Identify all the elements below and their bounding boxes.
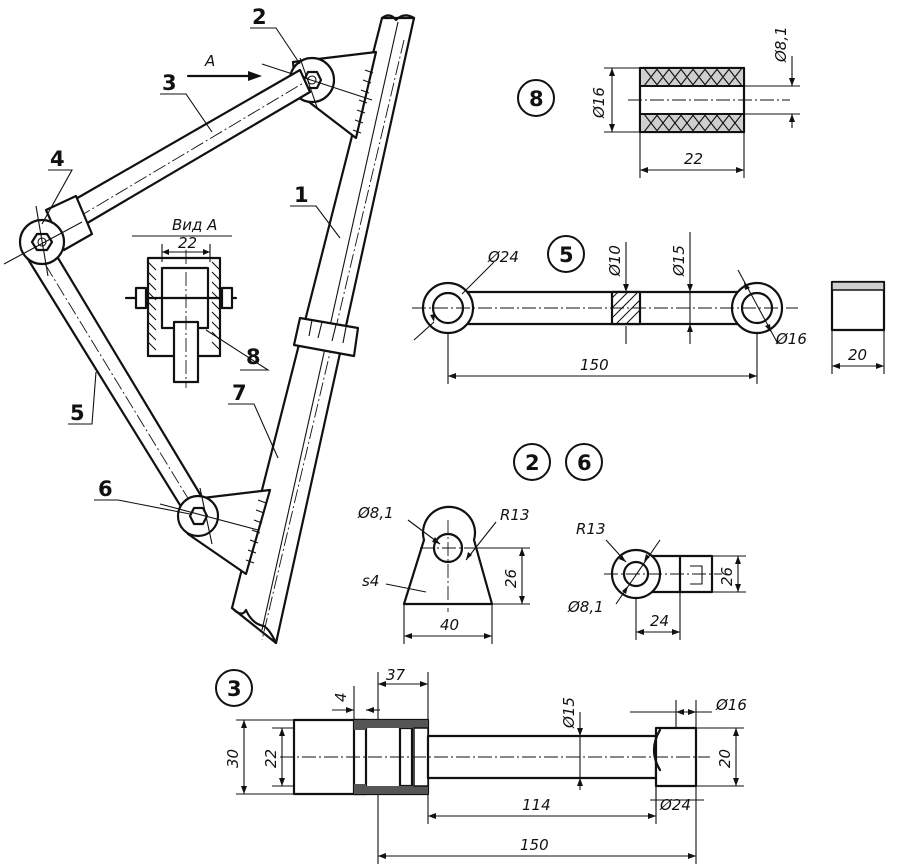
side-width: 24 <box>650 612 669 630</box>
upper-strut <box>39 68 312 252</box>
part-label-7: 7 <box>232 381 247 405</box>
part-label-6: 6 <box>98 477 113 501</box>
detail-3-wall: 4 <box>332 692 350 702</box>
main-tube <box>230 14 416 645</box>
detail-5: 5 Ø24 Ø10 Ø15 Ø16 150 20 <box>412 232 886 384</box>
assembly-view: A 2 3 4 1 5 7 6 8 Вид А 22 <box>3 5 416 645</box>
view-a-title: Вид А <box>172 216 217 234</box>
detail-8-length: 22 <box>684 150 703 168</box>
detail-2-number: 2 <box>525 451 540 475</box>
detail-5-eye-left: Ø24 <box>487 248 519 266</box>
view-arrow: A <box>186 52 262 81</box>
detail-2-6: 2 6 Ø8,1 R13 s4 26 40 R13 <box>357 443 746 644</box>
detail-5-length: 150 <box>580 356 609 374</box>
lower-bracket <box>159 487 272 576</box>
view-a-dim: 22 <box>178 234 197 252</box>
detail-3-rod: Ø15 <box>560 697 578 729</box>
view-a-inset <box>124 235 238 388</box>
detail-3-eye-height: 20 <box>716 749 734 768</box>
detail-5-neck: Ø10 <box>606 245 624 277</box>
detail-8: 8 Ø16 Ø8,1 22 <box>517 26 800 178</box>
part-label-5: 5 <box>70 401 85 425</box>
detail-5-number: 5 <box>559 243 574 267</box>
detail-3-outer-height: 30 <box>224 749 242 768</box>
part-label-1: 1 <box>294 183 309 207</box>
part-label-3: 3 <box>162 71 177 95</box>
upper-bracket <box>261 50 378 140</box>
detail-6-number: 6 <box>577 451 592 475</box>
assembly-leaders <box>41 27 341 515</box>
pivot-joint <box>3 205 83 277</box>
detail-8-number: 8 <box>529 87 544 111</box>
side-hole: Ø8,1 <box>567 598 604 616</box>
lug-radius: R13 <box>500 506 530 524</box>
lug-hole: Ø8,1 <box>357 504 394 522</box>
part-label-8: 8 <box>246 345 261 369</box>
lug-height: 26 <box>502 569 520 588</box>
detail-8-outer-dia: Ø16 <box>590 87 608 119</box>
detail-3-total-length: 150 <box>520 836 549 854</box>
lug-width: 40 <box>440 616 459 634</box>
lug-thickness: s4 <box>362 572 379 590</box>
side-height: 26 <box>718 567 736 586</box>
detail-5-rod: Ø15 <box>670 245 688 277</box>
detail-3-number: 3 <box>227 677 242 701</box>
part-label-2: 2 <box>252 5 267 29</box>
detail-3-eye-hole: Ø16 <box>715 696 747 714</box>
detail-3-cap-length: 37 <box>386 666 406 684</box>
detail-3-rod-length: 114 <box>522 796 551 814</box>
detail-5-eye-right: Ø16 <box>775 330 807 348</box>
view-arrow-label: A <box>204 52 215 70</box>
side-radius: R13 <box>576 520 606 538</box>
detail-8-inner-dia: Ø8,1 <box>772 26 790 63</box>
detail-5-sleeve-length: 20 <box>848 346 867 364</box>
detail-3-inner-height: 22 <box>262 749 280 768</box>
detail-3: 3 37 4 30 22 <box>215 666 747 864</box>
part-label-4: 4 <box>50 147 65 171</box>
detail-3-eye-outer: Ø24 <box>659 796 691 814</box>
